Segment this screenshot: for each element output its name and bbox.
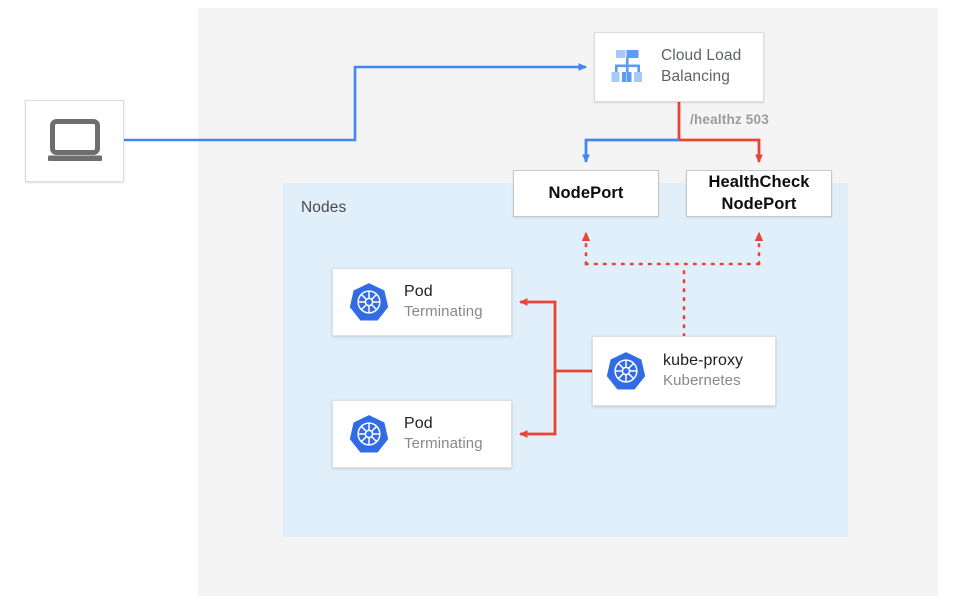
clb-label-line1: Cloud Load [661, 47, 742, 65]
healthcheck-nodeport-node[interactable]: HealthCheck NodePort [686, 170, 832, 217]
nodes-region-label: Nodes [301, 199, 347, 216]
pod-title-2: Pod [404, 415, 433, 433]
pod-title-1: Pod [404, 283, 433, 301]
kube-proxy-title: kube-proxy [663, 352, 744, 370]
client-node[interactable] [25, 100, 124, 182]
healthcheck-label-line1: HealthCheck [708, 173, 810, 192]
pod-node-2[interactable]: Pod Terminating [332, 400, 512, 468]
pod-node-1[interactable]: Pod Terminating [332, 268, 512, 336]
nodeport-label: NodePort [548, 183, 624, 202]
clb-label-line2: Balancing [661, 68, 730, 85]
cloud-load-balancing-icon [611, 50, 642, 82]
healthcheck-label-line2: NodePort [721, 194, 797, 213]
kube-proxy-node[interactable]: kube-proxy Kubernetes [592, 336, 776, 406]
healthz-annotation: /healthz 503 [690, 112, 769, 127]
nodeport-node[interactable]: NodePort [513, 170, 659, 217]
pod-text-1: Pod Terminating [404, 282, 483, 322]
kubernetes-icon [606, 352, 646, 390]
pod-status-2: Terminating [404, 435, 483, 453]
laptop-icon [47, 119, 102, 161]
kubernetes-icon [349, 283, 389, 321]
kube-proxy-text: kube-proxy Kubernetes [663, 351, 743, 391]
cloud-load-balancing-label: Cloud Load Balancing [661, 46, 741, 87]
healthcheck-nodeport-label: HealthCheck NodePort [708, 172, 809, 214]
kube-proxy-subtitle: Kubernetes [663, 372, 741, 390]
pod-status-1: Terminating [404, 303, 483, 321]
cloud-load-balancing-node[interactable]: Cloud Load Balancing [594, 32, 764, 102]
kubernetes-icon [349, 415, 389, 453]
pod-text-2: Pod Terminating [404, 414, 483, 454]
